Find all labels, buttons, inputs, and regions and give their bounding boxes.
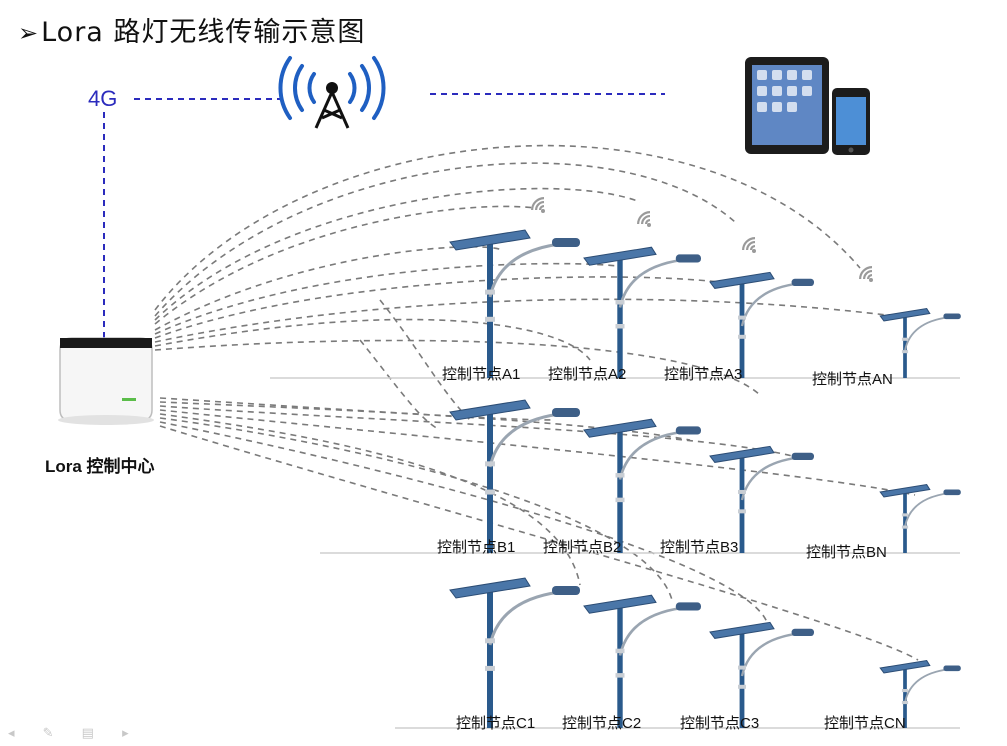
- street-light: [583, 418, 701, 553]
- title-text: Lora 路灯无线传输示意图: [41, 17, 366, 48]
- street-light: [583, 246, 701, 378]
- wifi-signal-icon: [859, 266, 873, 282]
- node-label: 控制节点C1: [456, 715, 536, 732]
- node-label: 控制节点C2: [562, 715, 642, 732]
- wifi-signal-icon: [531, 197, 545, 213]
- wifi-signal-icon: [637, 211, 651, 227]
- node-label: 控制节点B3: [660, 539, 739, 556]
- node-label: 控制节点AN: [812, 371, 893, 388]
- bullet-arrow: ➢: [18, 19, 40, 47]
- street-light: [879, 660, 961, 728]
- signal-icons: [531, 197, 873, 282]
- node-label: 控制节点B1: [437, 539, 516, 556]
- street-light: [879, 308, 961, 378]
- radio-tower-icon: [278, 56, 386, 129]
- node-label: 控制节点C3: [680, 715, 760, 732]
- street-light: [709, 445, 814, 553]
- node-label: 控制节点BN: [806, 544, 887, 561]
- network-label-4g: 4G: [88, 86, 118, 111]
- street-light: [583, 594, 701, 728]
- tablet-phone-icon: [745, 57, 870, 155]
- control-center-label: Lora 控制中心: [45, 457, 155, 476]
- network-links: [103, 93, 665, 338]
- street-lights: [449, 229, 961, 728]
- node-label: 控制节点CN: [824, 715, 906, 732]
- street-light: [709, 621, 814, 728]
- lora-gateway-icon: [58, 337, 154, 425]
- page-title: ➢Lora 路灯无线传输示意图: [18, 10, 365, 49]
- street-light: [449, 399, 580, 553]
- wifi-signal-icon: [742, 237, 756, 253]
- street-light: [449, 229, 580, 378]
- street-light: [709, 271, 814, 378]
- node-label: 控制节点A2: [548, 366, 627, 383]
- slide-nav-controls[interactable]: ◂ ✎ ▤ ▸: [8, 726, 141, 741]
- node-label: 控制节点A1: [442, 366, 521, 383]
- node-label: 控制节点A3: [664, 366, 743, 383]
- street-light: [879, 484, 961, 553]
- lora-links: [154, 144, 919, 661]
- street-light: [449, 577, 580, 728]
- node-label: 控制节点B2: [543, 539, 622, 556]
